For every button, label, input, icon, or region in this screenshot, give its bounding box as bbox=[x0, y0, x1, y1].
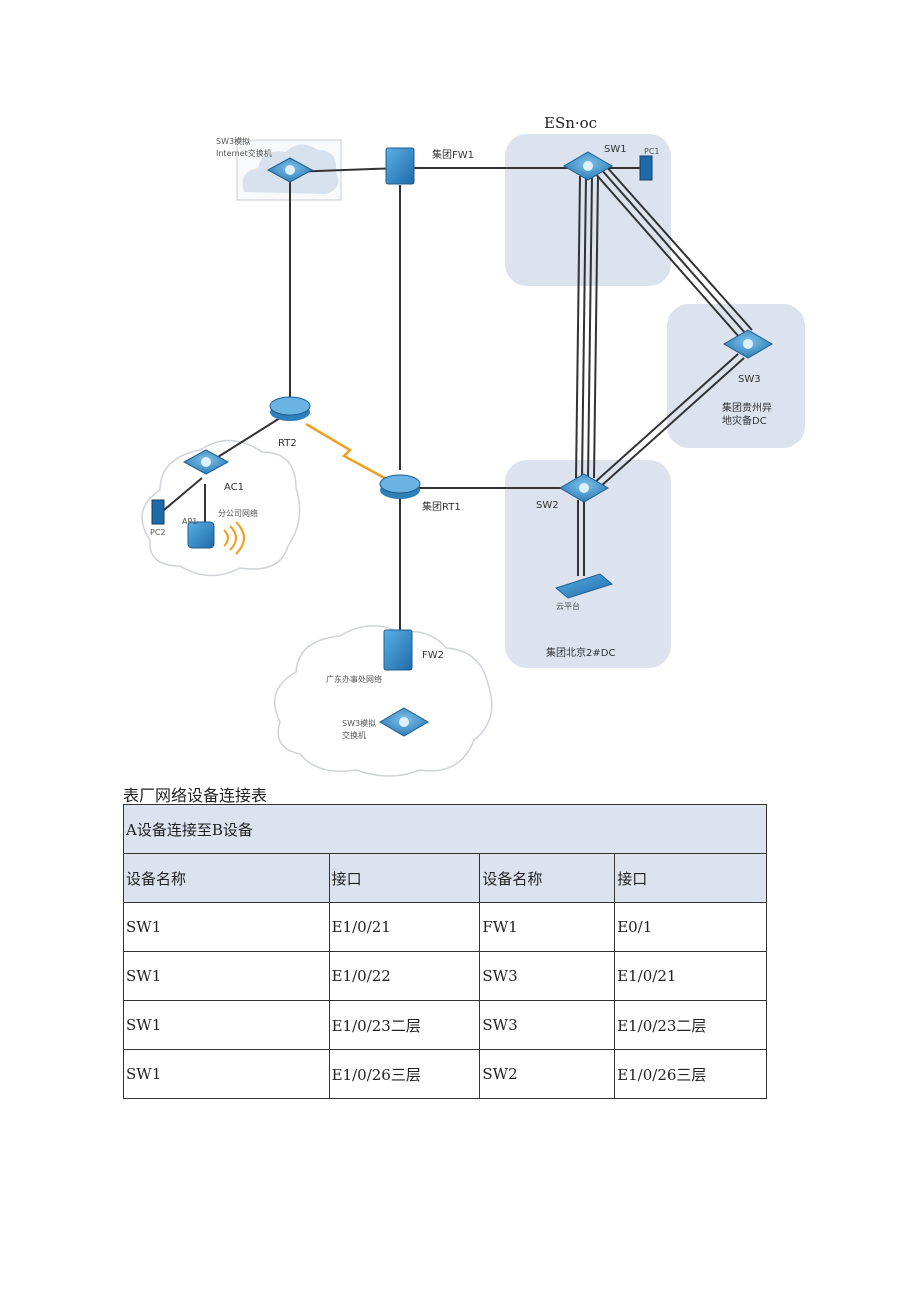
table-cell: SW1 bbox=[123, 1000, 330, 1050]
cloud-platform-icon bbox=[554, 573, 614, 599]
switch-internet bbox=[266, 157, 314, 183]
guangdong-cloud bbox=[273, 625, 493, 777]
label-rt1: 集团RT1 bbox=[422, 502, 461, 513]
serial-link bbox=[305, 422, 393, 484]
firewall-fw1 bbox=[385, 147, 415, 185]
table-caption: 表厂网络设备连接表 bbox=[123, 786, 268, 805]
branch-cloud bbox=[141, 439, 301, 577]
router-rt2 bbox=[269, 396, 311, 421]
ap1-icon bbox=[187, 521, 245, 555]
table-row: SW1 E1/0/22 SW3 E1/0/21 bbox=[123, 951, 767, 1001]
label-sw1: SW1 bbox=[604, 144, 627, 155]
table-row: SW1 E1/0/26三层 SW2 E1/0/26三层 bbox=[123, 1049, 767, 1099]
switch-sw2 bbox=[559, 473, 609, 503]
table-cell: E1/0/23二层 bbox=[328, 1000, 481, 1050]
table-span-header-row: A设备连接至B设备 bbox=[123, 804, 767, 854]
label-pc2: PC2 bbox=[150, 528, 166, 537]
switch-ac1 bbox=[182, 449, 230, 475]
links bbox=[163, 165, 753, 630]
label-sw3: SW3 bbox=[738, 374, 761, 385]
label-fw2: FW2 bbox=[422, 650, 445, 661]
switch-sw3-sim bbox=[379, 707, 429, 737]
table-cell: E1/0/22 bbox=[328, 951, 481, 1001]
connection-table: A设备连接至B设备 设备名称 接口 设备名称 接口 SW1 E1/0/21 FW… bbox=[123, 804, 767, 1099]
label-fw1: 集团FW1 bbox=[432, 150, 475, 161]
table-cell: FW1 bbox=[479, 902, 616, 952]
label-sw3-sim: SW3模拟 交换机 bbox=[342, 719, 377, 740]
table-column-header-row: 设备名称 接口 设备名称 接口 bbox=[123, 853, 767, 903]
label-guangdong: 广东办事处网络 bbox=[326, 675, 382, 684]
column-header: 设备名称 bbox=[479, 853, 616, 903]
label-sw2-zone: 集团北京2#DC bbox=[546, 648, 616, 659]
pc1-icon bbox=[639, 155, 653, 181]
table-cell: SW2 bbox=[479, 1049, 616, 1099]
table-cell: E1/0/26三层 bbox=[614, 1049, 767, 1099]
label-cloud-platform: 云平台 bbox=[556, 602, 580, 611]
table-cell: SW3 bbox=[479, 951, 616, 1001]
sw3-zone bbox=[667, 304, 805, 448]
table-cell: SW1 bbox=[123, 951, 330, 1001]
table-cell: E0/1 bbox=[614, 902, 767, 952]
switch-sw3 bbox=[723, 329, 773, 359]
router-rt1 bbox=[379, 474, 421, 499]
table-cell: E1/0/21 bbox=[614, 951, 767, 1001]
label-ap1: AP1 bbox=[182, 517, 198, 526]
pc2-icon bbox=[151, 499, 165, 525]
table-row: SW1 E1/0/21 FW1 E0/1 bbox=[123, 902, 767, 952]
firewall-fw2 bbox=[383, 629, 413, 671]
label-branch: 分公司网络 bbox=[218, 509, 258, 518]
label-rt2: RT2 bbox=[278, 438, 297, 449]
table-span-header: A设备连接至B设备 bbox=[123, 804, 767, 854]
label-ac1: AC1 bbox=[224, 482, 245, 493]
table-cell: E1/0/26三层 bbox=[328, 1049, 481, 1099]
label-sw3-zone: 集团贵州异 地灾备DC bbox=[722, 403, 772, 427]
table-row: SW1 E1/0/23二层 SW3 E1/0/23二层 bbox=[123, 1000, 767, 1050]
diagram-top-text: ESn·oc bbox=[544, 114, 598, 132]
switch-sw1 bbox=[563, 151, 613, 181]
column-header: 接口 bbox=[328, 853, 481, 903]
label-sw2: SW2 bbox=[536, 500, 559, 511]
table-cell: E1/0/23二层 bbox=[614, 1000, 767, 1050]
table-cell: E1/0/21 bbox=[328, 902, 481, 952]
label-pc1: PC1 bbox=[644, 147, 660, 156]
network-topology bbox=[141, 139, 773, 777]
label-sw3-internet: SW3模拟 Internet交换机 bbox=[216, 137, 272, 158]
table-cell: SW1 bbox=[123, 902, 330, 952]
column-header: 设备名称 bbox=[123, 853, 330, 903]
column-header: 接口 bbox=[614, 853, 767, 903]
table-cell: SW3 bbox=[479, 1000, 616, 1050]
table-cell: SW1 bbox=[123, 1049, 330, 1099]
